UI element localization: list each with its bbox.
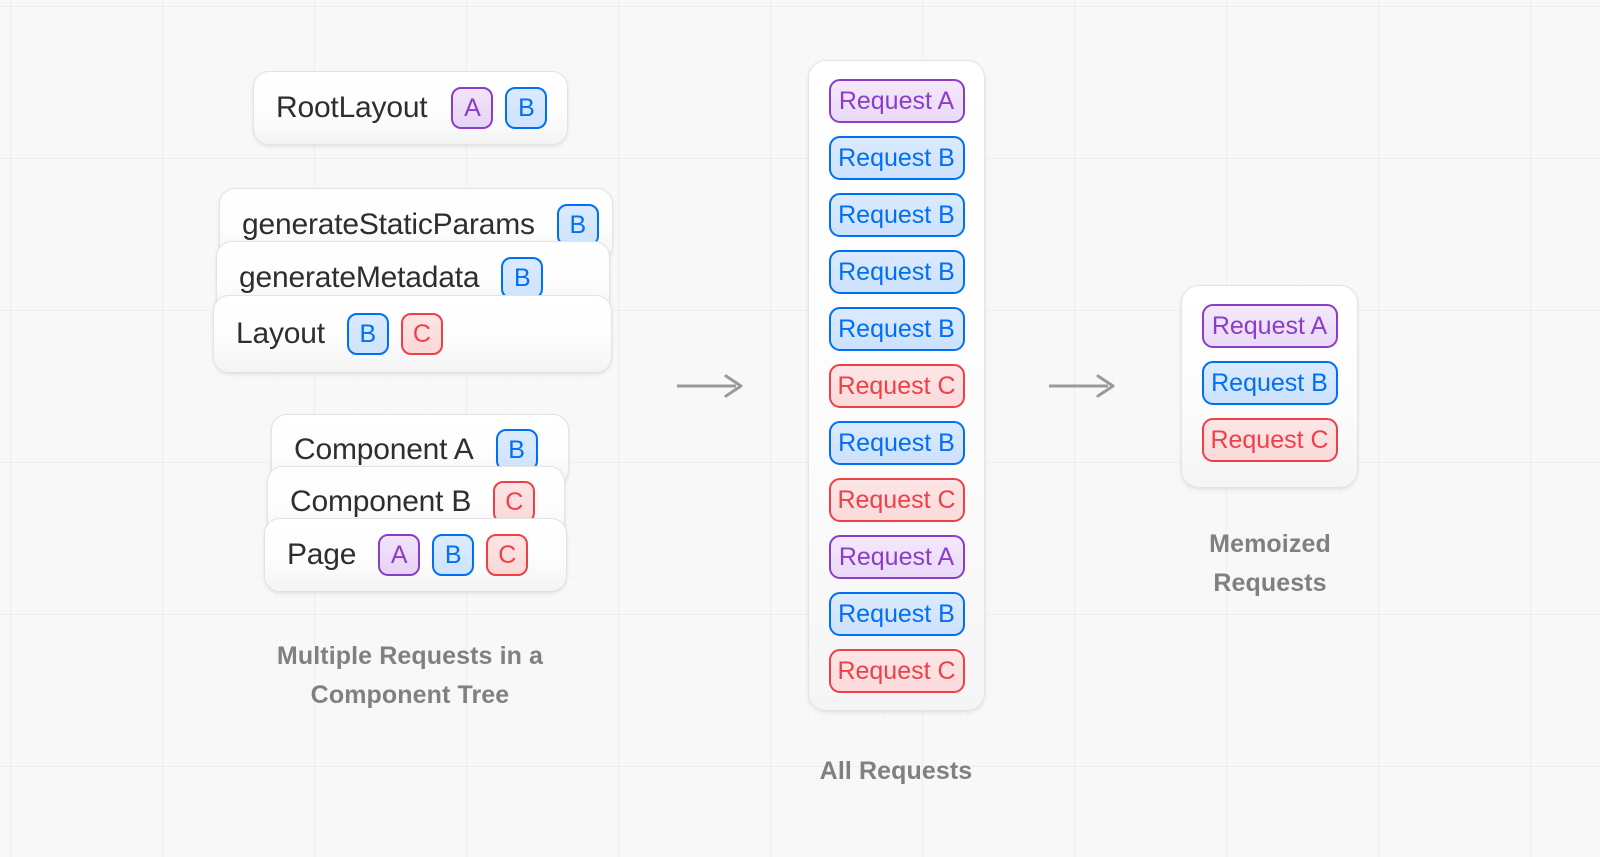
request-pill[interactable]: Request B [828,307,965,351]
badge-request-b: B [432,534,475,576]
component-tree-caption: Multiple Requests in a Component Tree [276,642,544,709]
card-label: generateMetadata [239,261,480,294]
all-requests-caption: All Requests [819,757,973,785]
request-pill[interactable]: Request B [828,421,965,465]
badge-request-b: B [495,429,538,471]
card-badges: C [493,481,536,523]
request-pill[interactable]: Request B [828,136,965,180]
card-label: generateStaticParams [242,208,535,241]
arrow-tree-to-all [676,372,746,400]
card-label: Component B [290,485,472,518]
card-label: Component A [294,433,474,466]
card-badges: B [495,429,538,471]
card-label: RootLayout [276,91,428,124]
request-pill[interactable]: Request B [828,250,965,294]
memoized-requests-list: Request A Request B Request C [1201,304,1338,462]
card-layout[interactable]: Layout B C [213,295,612,373]
badge-request-b: B [501,257,544,299]
arrow-all-to-memoized [1048,372,1118,400]
card-badges: B [556,204,599,246]
badge-request-b: B [346,313,389,355]
request-pill[interactable]: Request B [828,193,965,237]
badge-request-c: C [486,534,529,576]
request-pill[interactable]: Request C [828,364,965,408]
all-requests-list: Request A Request B Request B Request B … [828,79,965,693]
badge-request-b: B [556,204,599,246]
memoized-requests-caption: Memoized Requests [1209,530,1331,597]
card-label: Page [287,538,357,571]
card-label: Layout [236,317,325,350]
page-card-stack: Component A B Component B C Page A B C [264,414,569,592]
card-badges: B [501,257,544,299]
badge-request-c: C [400,313,443,355]
card-root-layout[interactable]: RootLayout A B [253,71,568,145]
badge-request-b: B [505,87,548,129]
request-pill[interactable]: Request A [1201,304,1338,348]
memoized-requests-panel: Request A Request B Request C [1181,285,1358,488]
request-pill[interactable]: Request C [1201,418,1338,462]
request-pill[interactable]: Request C [828,478,965,522]
request-pill[interactable]: Request A [828,79,965,123]
all-requests-panel: Request A Request B Request B Request B … [808,60,985,711]
request-pill[interactable]: Request A [828,535,965,579]
badge-request-c: C [493,481,536,523]
card-page[interactable]: Page A B C [264,518,567,592]
request-pill[interactable]: Request B [828,592,965,636]
badge-request-a: A [451,87,494,129]
card-badges: A B C [378,534,529,576]
card-badges: A B [451,87,548,129]
request-pill[interactable]: Request C [828,649,965,693]
layout-card-stack: generateStaticParams B generateMetadata … [213,188,613,373]
badge-request-a: A [378,534,421,576]
request-pill[interactable]: Request B [1201,361,1338,405]
card-badges: B C [346,313,443,355]
